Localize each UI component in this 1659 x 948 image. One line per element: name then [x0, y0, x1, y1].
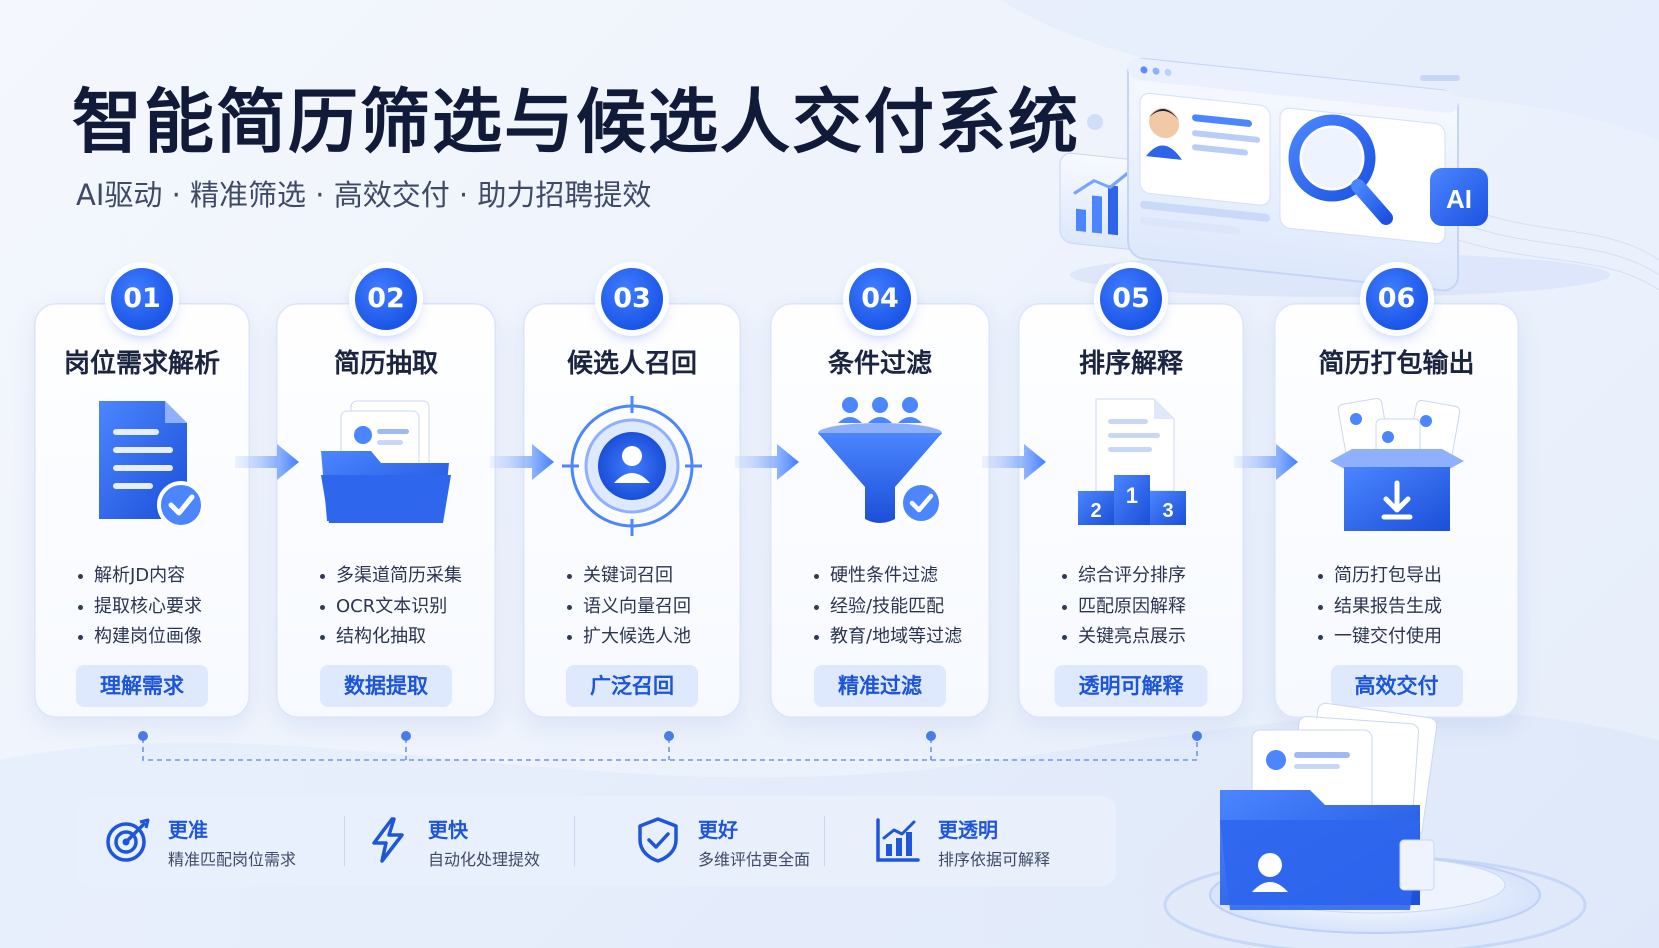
step-card-4: 条件过滤 硬性条件过滤 经验/技能匹配 教育/地域等过滤 精准过滤 — [770, 303, 990, 718]
step-title: 简历抽取 — [333, 349, 438, 379]
step-bullets: 解析JD内容 提取核心要求 构建岗位画像 — [78, 561, 202, 653]
step-bullet: 一键交付使用 — [1318, 622, 1442, 653]
page-subtitle: AI驱动 · 精准筛选 · 高效交付 · 助力招聘提效 — [76, 178, 652, 212]
target-icon — [106, 818, 150, 862]
divider — [344, 816, 345, 866]
step-bullet: 简历打包导出 — [1318, 561, 1442, 592]
step-number-badge: 01 — [111, 268, 173, 330]
step-tag: 数据提取 — [320, 665, 452, 707]
benefit-title: 更透明 — [938, 818, 998, 842]
step-number-badge: 02 — [355, 268, 417, 330]
step-title: 条件过滤 — [827, 349, 932, 379]
podium-label: 2 — [1090, 500, 1101, 522]
shield-check-icon — [638, 817, 678, 863]
divider — [574, 816, 575, 866]
funnel-icon — [805, 391, 955, 541]
step-bullet: OCR文本识别 — [320, 592, 462, 623]
step-card-5: 排序解释 2 1 3 综合评分排序 匹配原因解释 关键亮点展示 透明可解释 — [1018, 303, 1244, 718]
step-number-badge: 05 — [1100, 268, 1162, 330]
step-bullet: 多渠道简历采集 — [320, 561, 462, 592]
target-person-icon — [557, 391, 707, 541]
benefit-title: 更好 — [698, 818, 738, 842]
step-bullet: 关键亮点展示 — [1062, 622, 1186, 653]
podium-label: 1 — [1126, 483, 1138, 508]
benefit-faster: 更快 自动化处理提效 — [336, 796, 596, 886]
step-bullets: 硬性条件过滤 经验/技能匹配 教育/地域等过滤 — [814, 561, 962, 653]
benefit-title: 更快 — [428, 818, 468, 842]
step-title: 简历打包输出 — [1318, 349, 1475, 379]
step-bullets: 简历打包导出 结果报告生成 一键交付使用 — [1318, 561, 1442, 653]
step-tag: 高效交付 — [1330, 665, 1463, 707]
step-bullet: 综合评分排序 — [1062, 561, 1186, 592]
arrow-right-icon — [235, 444, 299, 480]
step-card-6: 简历打包输出 简历打包导出 结果报告生成 一键交付使用 高效交付 — [1274, 303, 1519, 718]
bar-chart-icon — [876, 818, 920, 862]
step-number-badge: 06 — [1365, 268, 1428, 330]
benefit-transparent: 更透明 排序依据可解释 — [846, 796, 1106, 886]
step-bullet: 提取核心要求 — [78, 592, 202, 623]
step-bullet: 关键词召回 — [567, 561, 691, 592]
step-bullets: 多渠道简历采集 OCR文本识别 结构化抽取 — [320, 561, 462, 653]
hero-dashboard-illustration: AI — [1059, 57, 1610, 297]
step-tag: 理解需求 — [76, 665, 208, 707]
step-bullets: 关键词召回 语义向量召回 扩大候选人池 — [567, 561, 691, 653]
step-card-1: 岗位需求解析 解析JD内容 提取核心要求 构建岗位画像 理解需求 — [34, 303, 250, 718]
step-bullet: 语义向量召回 — [567, 592, 691, 623]
step-bullet: 硬性条件过滤 — [814, 561, 962, 592]
step-card-2: 简历抽取 多渠道简历采集 OCR文本识别 结构化抽取 数据提取 — [276, 303, 496, 718]
ai-badge: AI — [1446, 184, 1472, 214]
ranking-podium-icon: 2 1 3 — [1056, 391, 1206, 541]
step-number-badge: 03 — [601, 268, 663, 330]
step-tag: 精准过滤 — [814, 665, 946, 707]
step-bullet: 匹配原因解释 — [1062, 592, 1186, 623]
resume-folder-icon — [311, 391, 461, 541]
benefits-bar: 更准 精准匹配岗位需求 更快 自动化处理提效 更好 多维评估更全面 更透明 排序… — [76, 796, 1116, 886]
step-title: 排序解释 — [1078, 349, 1183, 379]
arrow-right-icon — [735, 444, 799, 480]
benefit-desc: 自动化处理提效 — [428, 850, 541, 869]
step-bullet: 结果报告生成 — [1318, 592, 1442, 623]
benefit-title: 更准 — [168, 818, 208, 842]
resume-folder-illustration — [1163, 702, 1587, 948]
step-bullets: 综合评分排序 匹配原因解释 关键亮点展示 — [1062, 561, 1186, 653]
step-bullet: 解析JD内容 — [78, 561, 202, 592]
arrow-right-icon — [1234, 444, 1298, 480]
divider — [824, 816, 825, 866]
step-title: 候选人召回 — [566, 349, 697, 379]
podium-label: 3 — [1162, 500, 1173, 522]
arrow-right-icon — [982, 444, 1046, 480]
arrow-right-icon — [490, 444, 554, 480]
benefit-desc: 精准匹配岗位需求 — [168, 850, 297, 869]
step-bullet: 经验/技能匹配 — [814, 592, 962, 623]
step-bullet: 扩大候选人池 — [567, 622, 691, 653]
document-check-icon — [67, 391, 217, 541]
step-tag: 广泛召回 — [566, 665, 698, 707]
page-title: 智能简历筛选与候选人交付系统 — [72, 81, 1080, 163]
step-bullet: 结构化抽取 — [320, 622, 462, 653]
step-card-3: 候选人召回 关键词召回 语义向量召回 扩大候选人池 广泛召回 — [523, 303, 741, 718]
step-bullet: 教育/地域等过滤 — [814, 622, 962, 653]
step-number-badge: 04 — [849, 268, 911, 330]
benefit-better: 更好 多维评估更全面 — [606, 796, 866, 886]
step-tag: 透明可解释 — [1054, 665, 1208, 707]
benefit-desc: 多维评估更全面 — [698, 850, 811, 869]
benefit-accurate: 更准 精准匹配岗位需求 — [76, 796, 336, 886]
package-box-icon — [1322, 391, 1472, 541]
benefit-desc: 排序依据可解释 — [938, 850, 1051, 869]
step-bullet: 构建岗位画像 — [78, 622, 202, 653]
step-title: 岗位需求解析 — [63, 349, 220, 379]
lightning-icon — [372, 817, 404, 863]
